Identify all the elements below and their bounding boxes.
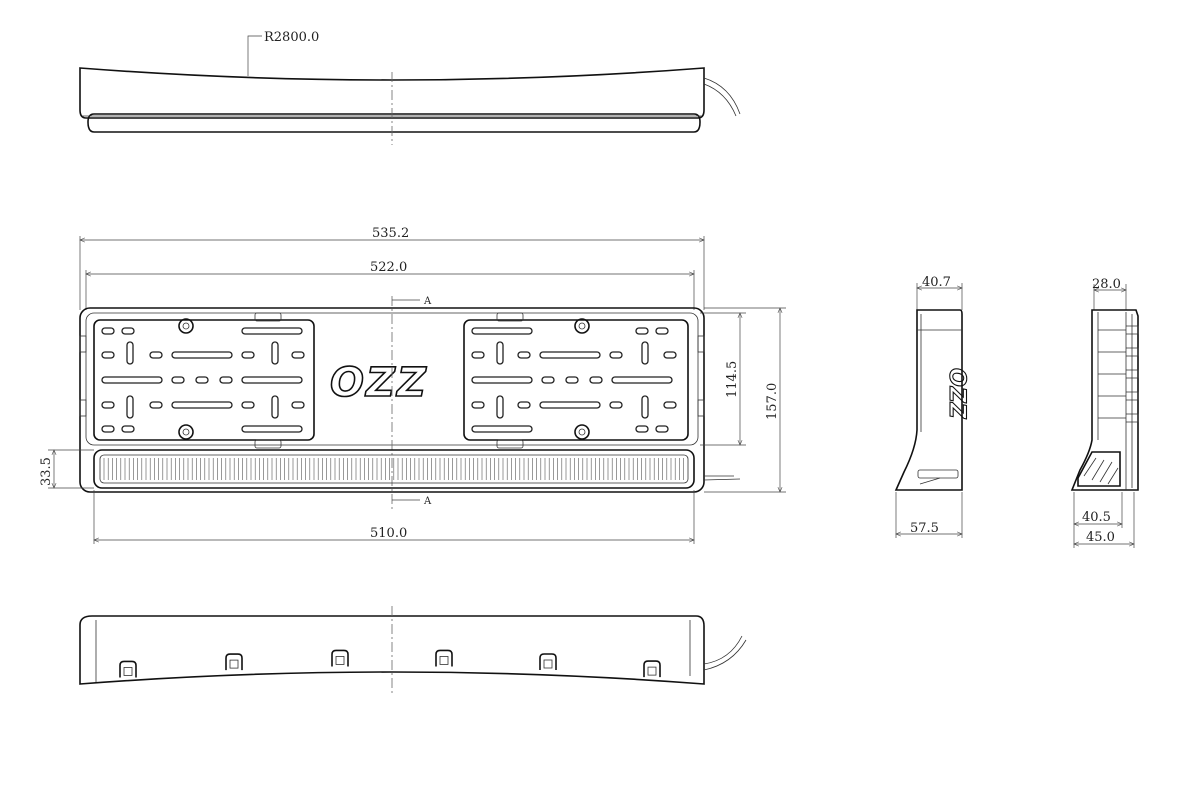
side-view: 40.7 OZZ 57.5 xyxy=(894,275,970,538)
dim-section-inner: 40.5 xyxy=(1082,510,1111,525)
dim-width-plate: 522.0 xyxy=(370,260,407,275)
mounting-clips xyxy=(119,649,661,678)
left-plate-slots xyxy=(101,327,305,433)
dim-height-led: 33.5 xyxy=(39,457,54,486)
section-rib xyxy=(1098,347,1139,357)
clip-slot xyxy=(439,656,449,665)
bottom-view xyxy=(79,606,747,694)
clip-slot xyxy=(543,659,553,669)
dim-width-overall: 535.2 xyxy=(372,226,409,241)
clip-slot xyxy=(123,667,133,676)
section-rib xyxy=(1098,391,1139,401)
led-strip xyxy=(103,458,684,480)
dim-section-base: 45.0 xyxy=(1086,530,1115,545)
clip-slot xyxy=(229,659,239,669)
dim-height-plate: 114.5 xyxy=(725,361,740,398)
section-rib xyxy=(1098,369,1139,379)
clip-slot xyxy=(335,656,345,665)
mounting-clip xyxy=(119,660,137,678)
section-rib xyxy=(1098,325,1139,335)
mounting-clip xyxy=(225,653,243,671)
section-rib xyxy=(1098,413,1139,423)
dim-section-top: 28.0 xyxy=(1092,277,1121,292)
mounting-clip xyxy=(331,649,349,667)
logo-text: OZZ xyxy=(330,360,428,406)
mounting-clip xyxy=(539,653,557,670)
mounting-clip xyxy=(643,660,661,678)
mounting-clip xyxy=(435,649,453,667)
dim-height-overall: 157.0 xyxy=(765,383,780,420)
section-marker-bottom: A xyxy=(423,496,432,507)
section-view: 28.0 40.5 45.0 xyxy=(1070,277,1139,548)
front-view: 535.2 522.0 xyxy=(39,226,786,544)
right-plate-slots xyxy=(471,327,677,433)
clip-slot xyxy=(647,666,657,676)
section-ribs xyxy=(1098,325,1139,423)
dim-side-base: 57.5 xyxy=(910,521,939,536)
top-view: R2800.0 xyxy=(79,30,741,145)
dim-side-top: 40.7 xyxy=(922,275,951,290)
dim-width-led: 510.0 xyxy=(370,526,407,541)
radius-label: R2800.0 xyxy=(264,30,319,45)
side-logo-text: OZZ xyxy=(944,368,969,420)
section-marker-top: A xyxy=(423,296,432,307)
